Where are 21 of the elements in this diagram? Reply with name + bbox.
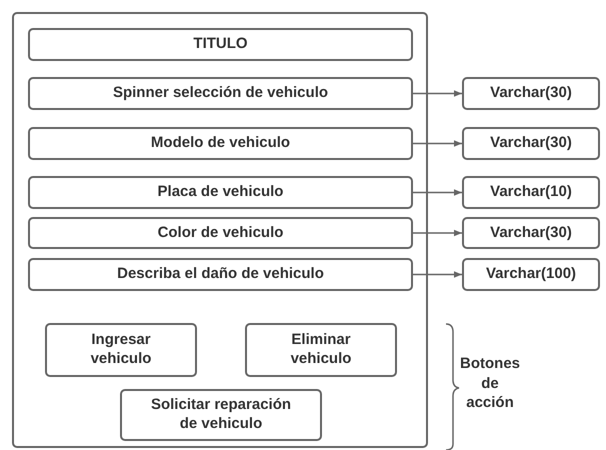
type-box: Varchar(10) <box>462 176 600 209</box>
arrow <box>413 189 462 196</box>
type-box: Varchar(30) <box>462 77 600 110</box>
form-field: Modelo de vehiculo <box>28 127 413 160</box>
form-field: Color de vehiculo <box>28 217 413 249</box>
arrow <box>413 90 462 97</box>
arrow <box>413 271 462 278</box>
form-field: Describa el daño de vehiculo <box>28 258 413 291</box>
action-button: Solicitar reparación de vehiculo <box>120 389 322 441</box>
action-button: Ingresar vehiculo <box>45 323 197 377</box>
type-box: Varchar(30) <box>462 127 600 160</box>
arrow <box>413 140 462 147</box>
type-box: Varchar(100) <box>462 258 600 291</box>
arrow <box>413 230 462 236</box>
group-label: Botones de acción <box>459 354 521 412</box>
action-button: Eliminar vehiculo <box>245 323 397 377</box>
form-field: Spinner selección de vehiculo <box>28 77 413 110</box>
form-field: Placa de vehiculo <box>28 176 413 209</box>
title-box: TITULO <box>28 28 413 61</box>
screen-frame <box>12 12 428 448</box>
type-box: Varchar(30) <box>462 217 600 249</box>
